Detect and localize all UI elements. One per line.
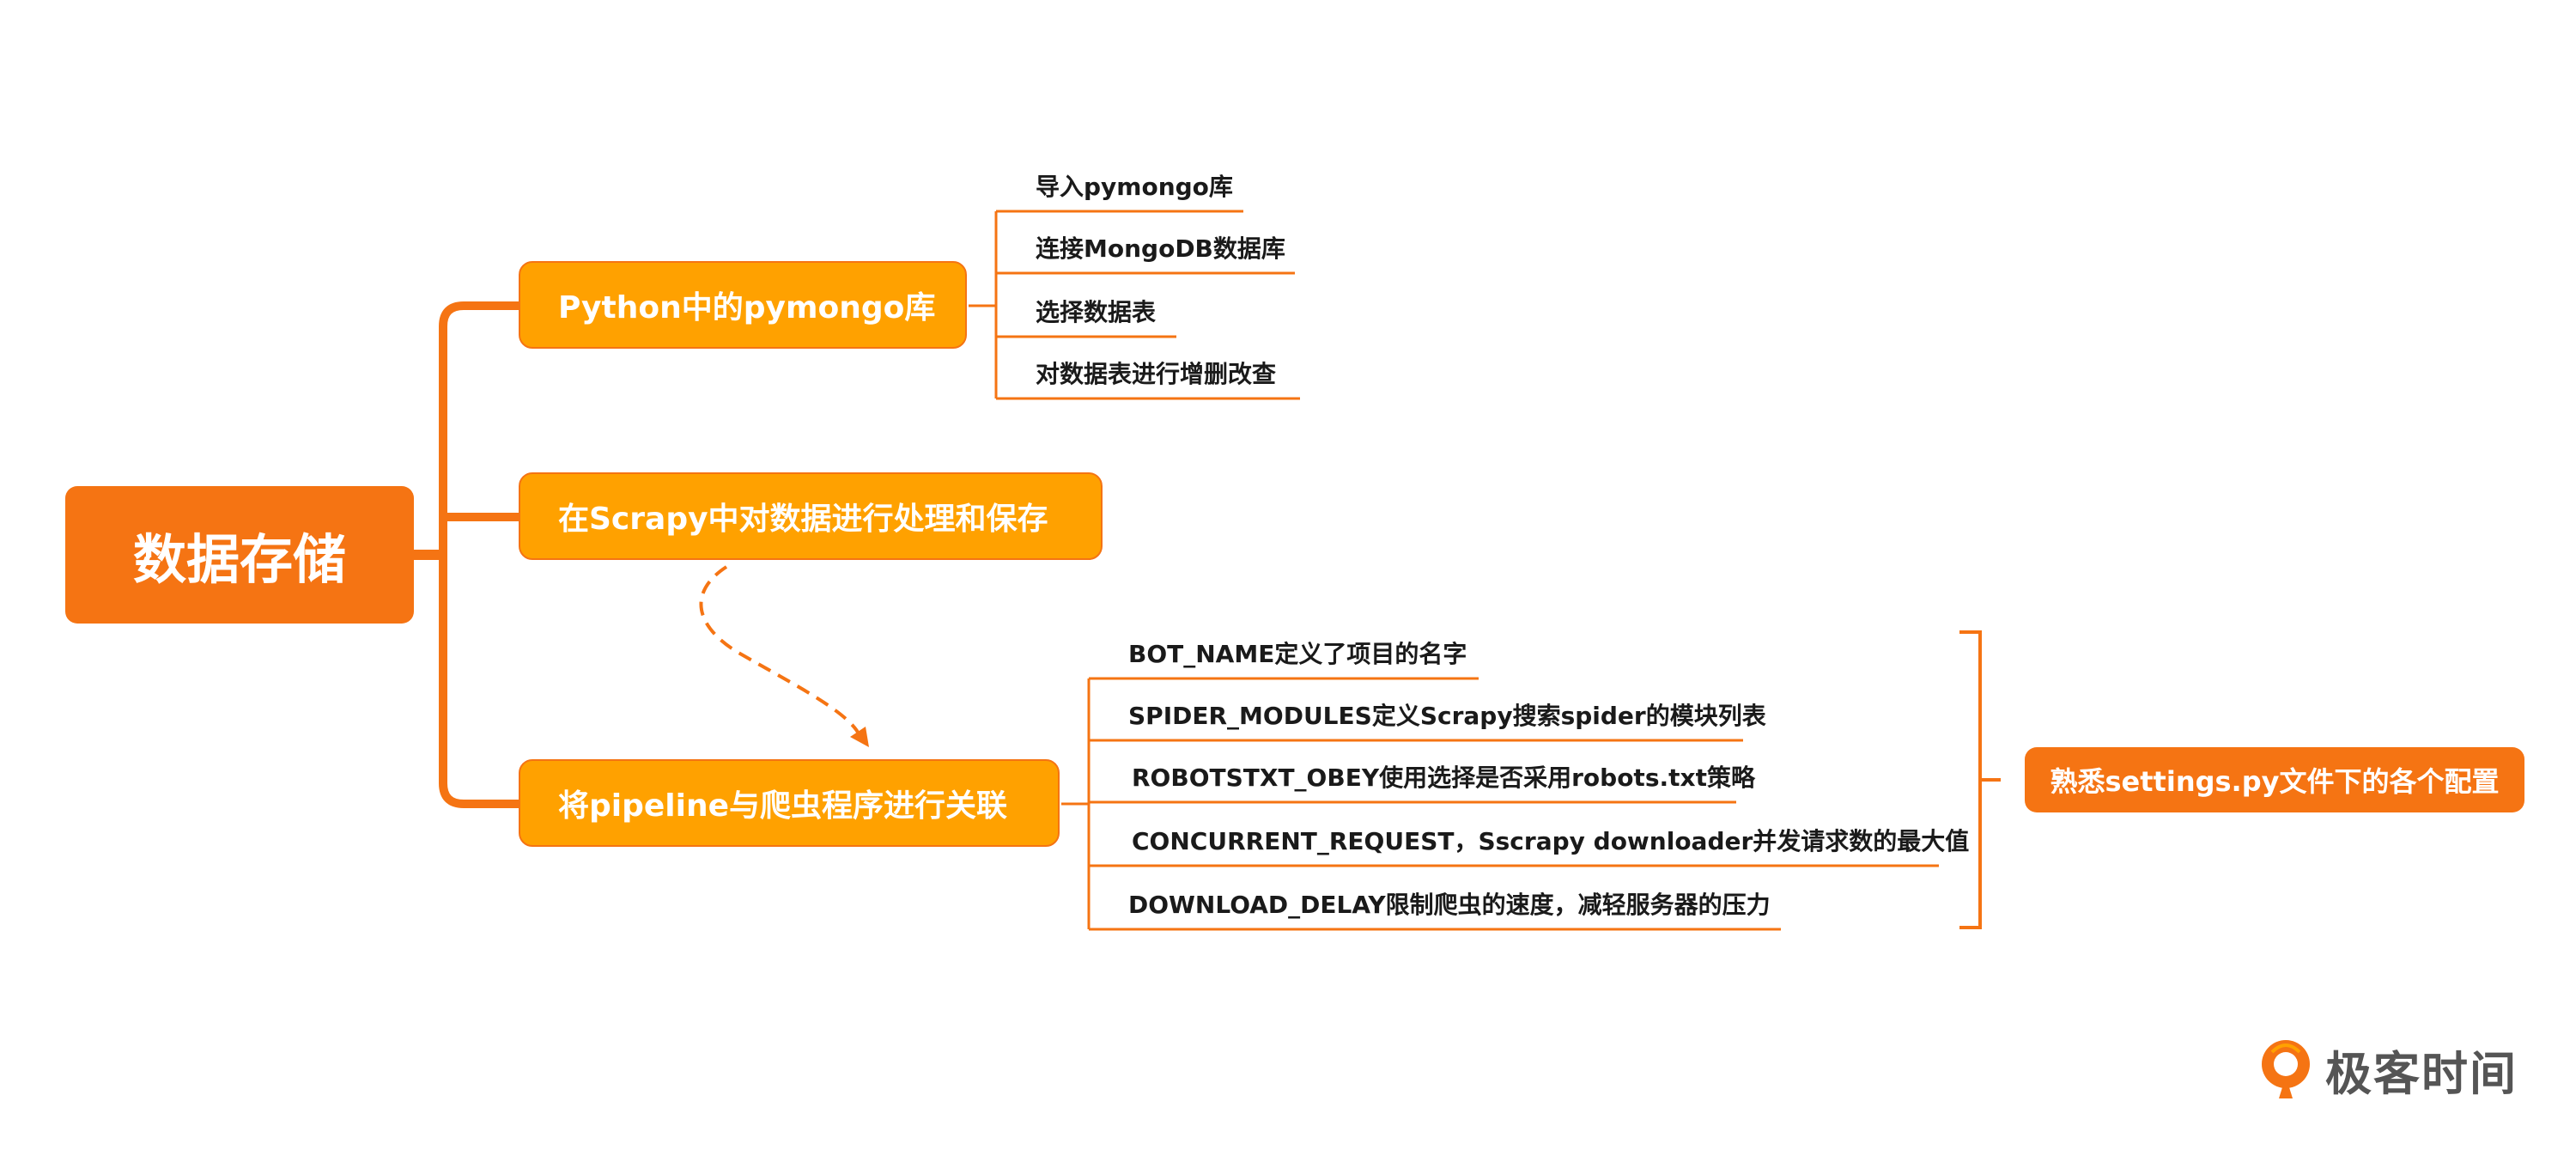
leaf-spider-modules[interactable]: SPIDER_MODULES定义Scrapy搜索spider的模块列表 <box>1128 702 1766 730</box>
leaf-import-pymongo[interactable]: 导入pymongo库 <box>1036 173 1233 201</box>
trunk-line <box>439 301 519 808</box>
leaf-concurrent-request[interactable]: CONCURRENT_REQUEST，Sscrapy downloader并发请… <box>1132 827 1970 855</box>
leaf-crud-table[interactable]: 对数据表进行增删改查 <box>1036 360 1277 388</box>
logo-text: 极客时间 <box>2325 1046 2518 1101</box>
settings-note[interactable]: 熟悉settings.py文件下的各个配置 <box>2025 747 2524 812</box>
dashed-arrow-head <box>850 727 869 747</box>
leaf-bot-name[interactable]: BOT_NAME定义了项目的名字 <box>1128 640 1467 668</box>
root-node[interactable]: 数据存储 <box>65 486 414 624</box>
leaf-robotstxt-obey[interactable]: ROBOTSTXT_OBEY使用选择是否采用robots.txt策略 <box>1132 764 1755 792</box>
branch-pymongo[interactable]: Python中的pymongo库 <box>519 261 967 349</box>
geektime-logo-icon <box>2262 1040 2310 1098</box>
branch-pipeline-link[interactable]: 将pipeline与爬虫程序进行关联 <box>519 759 1060 847</box>
geektime-logo: 极客时间 <box>2253 1035 2518 1104</box>
branch-scrapy-processing[interactable]: 在Scrapy中对数据进行处理和保存 <box>519 472 1103 560</box>
leaf-connect-mongodb[interactable]: 连接MongoDB数据库 <box>1036 234 1285 263</box>
dashed-arrow-line <box>699 565 862 738</box>
right-bracket <box>1959 630 2001 929</box>
leaf-download-delay[interactable]: DOWNLOAD_DELAY限制爬虫的速度，减轻服务器的压力 <box>1128 891 1771 919</box>
leaf-select-table[interactable]: 选择数据表 <box>1036 298 1157 326</box>
